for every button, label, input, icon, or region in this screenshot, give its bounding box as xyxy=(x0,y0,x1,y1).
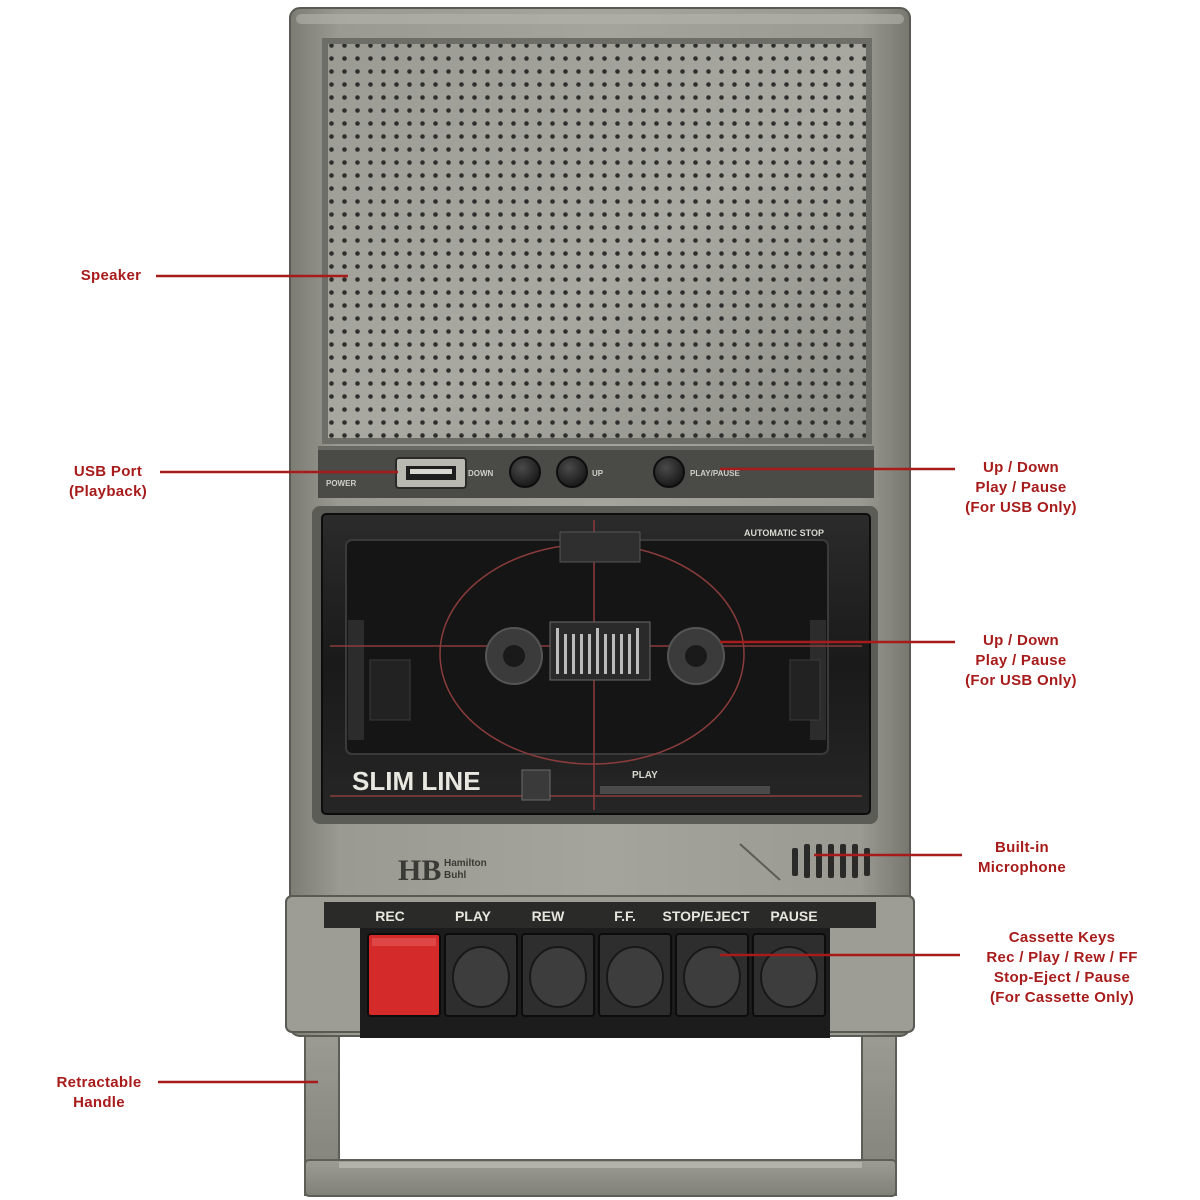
callout-speaker: Speaker xyxy=(56,266,166,286)
microphone-grille xyxy=(792,844,870,878)
play-key-label: PLAY xyxy=(455,908,492,924)
callout-line: (For USB Only) xyxy=(965,499,1077,516)
usb-port[interactable] xyxy=(395,457,467,489)
callout-line: Stop-Eject / Pause xyxy=(993,969,1131,986)
callout-line: Retractable xyxy=(56,1074,142,1091)
power-label: POWER xyxy=(326,479,356,488)
rec-key-label: REC xyxy=(375,908,405,924)
callout-usb-controls-mid: Up / Down Play / Pause (For USB Only) xyxy=(938,631,1104,691)
rec-key[interactable] xyxy=(367,933,441,1017)
pause-key-label: PAUSE xyxy=(770,908,817,924)
up-button[interactable] xyxy=(556,456,588,488)
play-pause-button[interactable] xyxy=(653,456,685,488)
stop-eject-key-label: STOP/EJECT xyxy=(663,908,750,924)
play-pause-label: PLAY/PAUSE xyxy=(690,469,740,478)
cassette-keys: REC PLAY REW F.F. STOP/EJECT PAUSE xyxy=(367,908,826,1017)
slim-line-label: SLIM LINE xyxy=(352,766,481,796)
callout-line: (For Cassette Only) xyxy=(989,989,1135,1006)
window-play-label: PLAY xyxy=(632,770,658,781)
play-key[interactable] xyxy=(444,933,518,1017)
key-label-strip xyxy=(324,902,876,928)
rew-key[interactable] xyxy=(521,933,595,1017)
usb-control-strip: POWER DOWN UP PLAY/PAUSE xyxy=(318,446,874,498)
callout-handle: Retractable Handle xyxy=(36,1073,162,1113)
callout-line: Handle xyxy=(73,1094,125,1111)
callout-usb-port: USB Port (Playback) xyxy=(46,462,170,502)
callout-line: Play / Pause xyxy=(975,479,1067,496)
callout-line: Up / Down xyxy=(982,459,1060,476)
brand-logo: HB Hamilton Buhl xyxy=(398,854,487,887)
pause-key[interactable] xyxy=(752,933,826,1017)
brand-name-line1: Hamilton xyxy=(444,858,487,869)
automatic-stop-label: AUTOMATIC STOP xyxy=(744,528,824,538)
cassette-compartment: AUTOMATIC STOP SLIM LINE PLAY xyxy=(312,506,878,824)
brand-logo-mark: HB xyxy=(398,854,441,887)
brand-name-line2: Buhl xyxy=(444,870,466,881)
rew-key-label: REW xyxy=(532,908,565,924)
speaker-grille xyxy=(322,38,872,444)
callout-line: Speaker xyxy=(80,267,142,284)
down-button[interactable] xyxy=(509,456,541,488)
tape-window xyxy=(549,621,651,681)
callout-line: (For USB Only) xyxy=(965,672,1077,689)
callout-line: Microphone xyxy=(978,859,1066,876)
callout-cassette-keys: Cassette Keys Rec / Play / Rew / FF Stop… xyxy=(950,928,1174,1008)
stop-eject-key[interactable] xyxy=(675,933,749,1017)
callout-usb-controls-top: Up / Down Play / Pause (For USB Only) xyxy=(938,458,1104,518)
retractable-handle xyxy=(304,1029,897,1197)
callout-line: Built-in xyxy=(994,839,1050,856)
callout-line: Up / Down xyxy=(982,632,1060,649)
callout-line: Cassette Keys xyxy=(1008,929,1116,946)
down-label: DOWN xyxy=(468,469,494,478)
up-label: UP xyxy=(592,469,604,478)
callout-line: Rec / Play / Rew / FF xyxy=(986,949,1138,966)
ff-key-label: F.F. xyxy=(614,908,636,924)
ff-key[interactable] xyxy=(598,933,672,1017)
callout-line: (Playback) xyxy=(68,483,148,500)
callout-microphone: Built-in Microphone xyxy=(950,838,1094,878)
callout-line: Play / Pause xyxy=(975,652,1067,669)
callout-line: USB Port xyxy=(73,463,143,480)
